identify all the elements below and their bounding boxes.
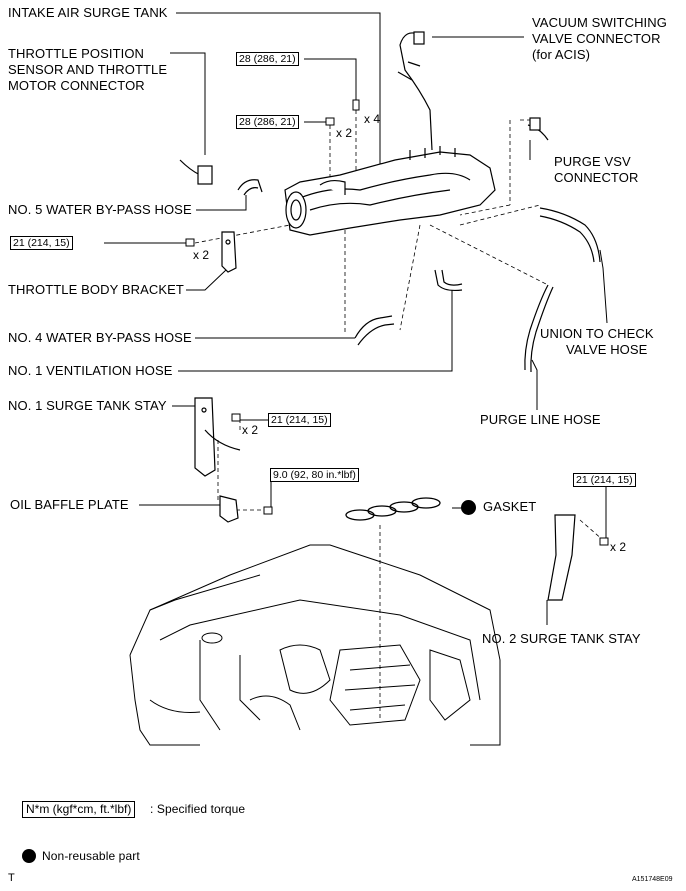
oil-baffle-plate-drawing [219,495,239,523]
label-no5-water-bypass: NO. 5 WATER BY-PASS HOSE [8,202,192,217]
no4-water-bypass-drawing [354,315,395,346]
qty-stay1-x2: x 2 [242,423,259,437]
label-no1-ventilation: NO. 1 VENTILATION HOSE [8,363,173,378]
label-no2-surge-stay: NO. 2 SURGE TANK STAY [482,631,641,646]
qty-bolt-x2: x 2 [336,126,353,140]
label-tps-connector-line2: SENSOR AND THROTTLE [8,62,168,77]
label-throttle-body-bracket: THROTTLE BODY BRACKET [8,282,184,297]
torque-spec-bolt-x2: 28 (286, 21) [236,115,299,129]
label-union-check-valve-line2: VALVE HOSE [566,342,648,357]
label-tps-connector-line1: THROTTLE POSITION [8,46,145,61]
qty-stay2-x2: x 2 [610,540,627,554]
no2-surge-stay-drawing [547,514,576,601]
gasket-drawing [345,497,441,521]
torque-spec-baffle-bolt: 9.0 (92, 80 in.*lbf) [270,468,359,482]
intake-manifold-drawing [284,146,496,236]
label-union-check-valve-line1: UNION TO CHECK [540,326,654,341]
throttle-body-bracket-drawing [221,231,237,273]
label-gasket: GASKET [483,499,537,514]
legend-torque-desc: : Specified torque [150,802,246,816]
label-vsv-connector-line3: (for ACIS) [532,47,591,62]
leader-tps-connector [170,52,206,155]
leader-throttle-body-bracket [186,269,227,291]
figure-id: A151748E09 [632,876,673,883]
label-purge-line-hose: PURGE LINE HOSE [480,412,601,427]
label-intake-air-surge-tank: INTAKE AIR SURGE TANK [8,5,168,20]
leader-no1-ventilation [178,290,453,372]
legend-non-reusable-text: Non-reusable part [42,849,140,863]
vsv-connector-drawing [397,31,433,151]
no5-water-bypass-drawing [237,179,263,196]
qty-bolt-x4: x 4 [364,112,381,126]
label-vsv-connector-line1: VACUUM SWITCHING [532,15,667,30]
union-check-valve-drawing [539,207,601,263]
label-no1-surge-stay: NO. 1 SURGE TANK STAY [8,398,167,413]
torque-spec-bracket-bolt: 21 (214, 15) [10,236,73,250]
no1-ventilation-drawing [434,269,463,292]
qty-bracket-x2: x 2 [193,248,210,262]
label-oil-baffle-plate: OIL BAFFLE PLATE [10,497,129,512]
non-reusable-mark [461,500,476,515]
engine-bay-drawing [129,544,501,746]
legend-non-reusable-mark [22,849,36,863]
purge-line-hose-drawing [524,284,554,373]
leader-intake-air-surge-tank [176,12,381,165]
torque-spec-stay1-bolt: 21 (214, 15) [268,413,331,427]
leader-no5-water-bypass [196,195,247,211]
tps-connector-drawing [179,159,213,185]
legend-torque-unit: N*m (kgf*cm, ft.*lbf) [22,801,136,818]
label-purge-vsv-line2: CONNECTOR [554,170,639,185]
label-vsv-connector-line2: VALVE CONNECTOR [532,31,661,46]
torque-spec-stay2-bolt: 21 (214, 15) [573,473,636,487]
no1-surge-stay-drawing [194,397,241,477]
label-tps-connector-line3: MOTOR CONNECTOR [8,78,145,93]
label-no4-water-bypass: NO. 4 WATER BY-PASS HOSE [8,330,192,345]
bolts-drawing [185,99,609,546]
torque-spec-bolt-x4: 28 (286, 21) [236,52,299,66]
label-purge-vsv-line1: PURGE VSV [554,154,631,169]
leader-purge-line-hose [531,359,538,410]
purge-vsv-drawing [527,117,549,141]
leader-union-check-valve [599,249,608,324]
corner-mark: T [8,872,15,884]
